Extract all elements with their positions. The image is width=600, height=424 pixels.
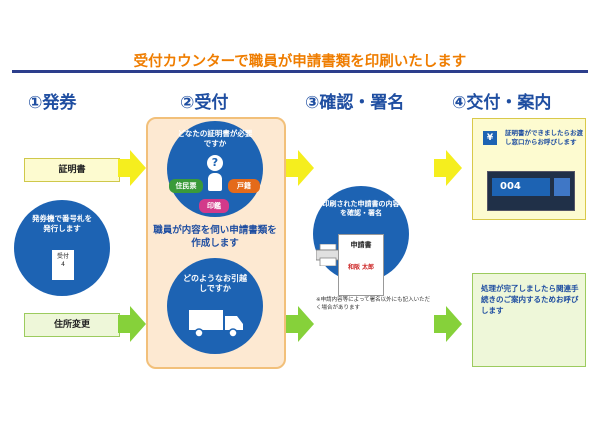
application-doc-signature: 和阪 太郎 bbox=[347, 264, 375, 271]
moving-guide-text: 処理が完了しましたら関連手続きのご案内するためお呼びします bbox=[481, 284, 579, 315]
printer-icon bbox=[316, 244, 340, 266]
page-title: 受付カウンターで職員が申請書類を印刷いたします bbox=[133, 54, 467, 70]
arrow-yellow-1 bbox=[118, 150, 146, 186]
arrow-yellow-3 bbox=[434, 150, 462, 186]
confirm-text: 印刷された申請書の内容を確認・署名 bbox=[322, 200, 400, 217]
staff-create-text: 職員が内容を伺い申請書類を作成します bbox=[153, 225, 277, 249]
title-divider bbox=[12, 70, 588, 73]
arrow-yellow-2 bbox=[286, 150, 314, 186]
counter-display-board: 004 bbox=[487, 171, 575, 211]
ticket-card-label: 受付 bbox=[56, 253, 69, 260]
person-icon: ? bbox=[207, 155, 223, 191]
tag-jumin: 住民票 bbox=[169, 179, 203, 193]
question-mark: ? bbox=[207, 155, 223, 171]
moving-type-question: どのようなお引越しですか bbox=[183, 274, 247, 293]
step-1-issue-ticket: ①発券 bbox=[28, 93, 77, 113]
arrow-green-3 bbox=[434, 306, 462, 342]
tag-inkan: 印鑑 bbox=[199, 199, 229, 213]
certificate-label-box: 証明書 bbox=[24, 158, 120, 182]
counter-display-number: 004 bbox=[500, 181, 521, 192]
ticket-card-number: 4 bbox=[61, 261, 65, 268]
yen-icon: ¥ bbox=[483, 131, 497, 145]
application-doc-title: 申請書 bbox=[350, 241, 372, 249]
certificate-label: 証明書 bbox=[58, 165, 86, 175]
arrow-green-1 bbox=[118, 306, 146, 342]
certificate-issue-box: ¥ 証明書ができましたらお渡し窓口からお呼びします 004 bbox=[472, 118, 586, 220]
moving-type-circle: どのようなお引越しですか bbox=[167, 258, 263, 354]
application-document: 申請書 和阪 太郎 bbox=[338, 234, 384, 296]
ticket-circle: 発券機で番号札を発行します 受付 4 bbox=[14, 200, 110, 296]
step-2-reception: ②受付 bbox=[180, 93, 229, 113]
step-3-confirm-sign: ③確認・署名 bbox=[305, 93, 405, 113]
which-person-question: どなたの証明書が必要ですか bbox=[177, 129, 253, 148]
address-change-label-box: 住所変更 bbox=[24, 313, 120, 337]
counter-display-screen: 004 bbox=[492, 178, 550, 196]
confirm-note: ※申請内容等によって署名以外にも記入いただく場合があります bbox=[316, 297, 431, 311]
moving-guide-box: 処理が完了しましたら関連手続きのご案内するためお呼びします bbox=[472, 273, 586, 367]
ticket-card: 受付 4 bbox=[52, 250, 74, 280]
certificate-issue-text: 証明書ができましたらお渡し窓口からお呼びします bbox=[505, 129, 583, 146]
arrow-green-2 bbox=[286, 306, 314, 342]
ticket-text: 発券機で番号札を発行します bbox=[32, 214, 92, 233]
step-4-issue-guide: ④交付・案内 bbox=[452, 93, 552, 113]
tag-koseki: 戸籍 bbox=[228, 179, 260, 193]
truck-icon bbox=[189, 310, 243, 338]
address-change-label: 住所変更 bbox=[53, 320, 90, 330]
